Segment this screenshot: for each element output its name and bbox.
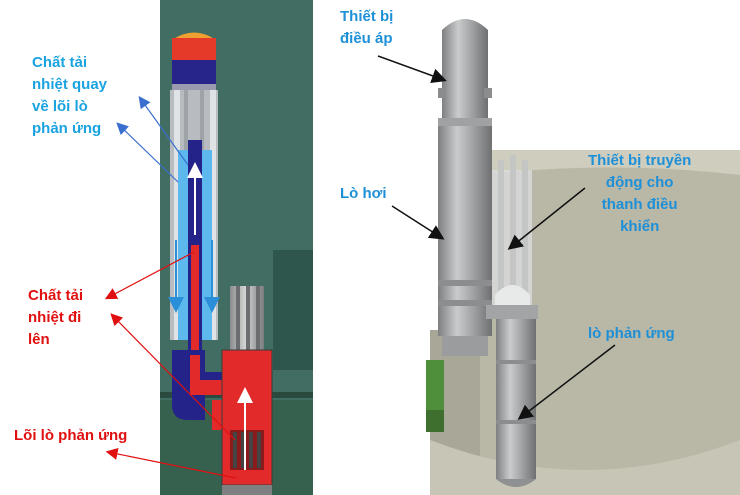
label-steam-generator: Lò hơi: [340, 185, 387, 202]
label-control-rod-drive: Thiết bị truyền động cho thanh điều khiể…: [588, 152, 692, 235]
callout-arrows-left: [104, 96, 237, 479]
pressurizer-cap: [172, 32, 216, 90]
steam-generator-assembly: [438, 19, 492, 356]
label-reactor: lò phản ứng: [588, 325, 675, 342]
reactor-vessel: [496, 319, 536, 487]
callout-arrows-right: [377, 55, 616, 420]
flow-arrows: [168, 162, 253, 470]
reactor-core-column: [221, 286, 273, 495]
control-rod-drive-assembly: [486, 155, 538, 319]
label-return-flow: Chất tải nhiệt quay về lõi lò phản ứng: [32, 54, 108, 137]
label-upward-flow: Chất tải nhiệt đi lên: [28, 287, 84, 348]
label-reactor-core: Lõi lò phản ứng: [14, 427, 128, 444]
label-pressurizer: Thiết bị điều áp: [340, 8, 394, 47]
